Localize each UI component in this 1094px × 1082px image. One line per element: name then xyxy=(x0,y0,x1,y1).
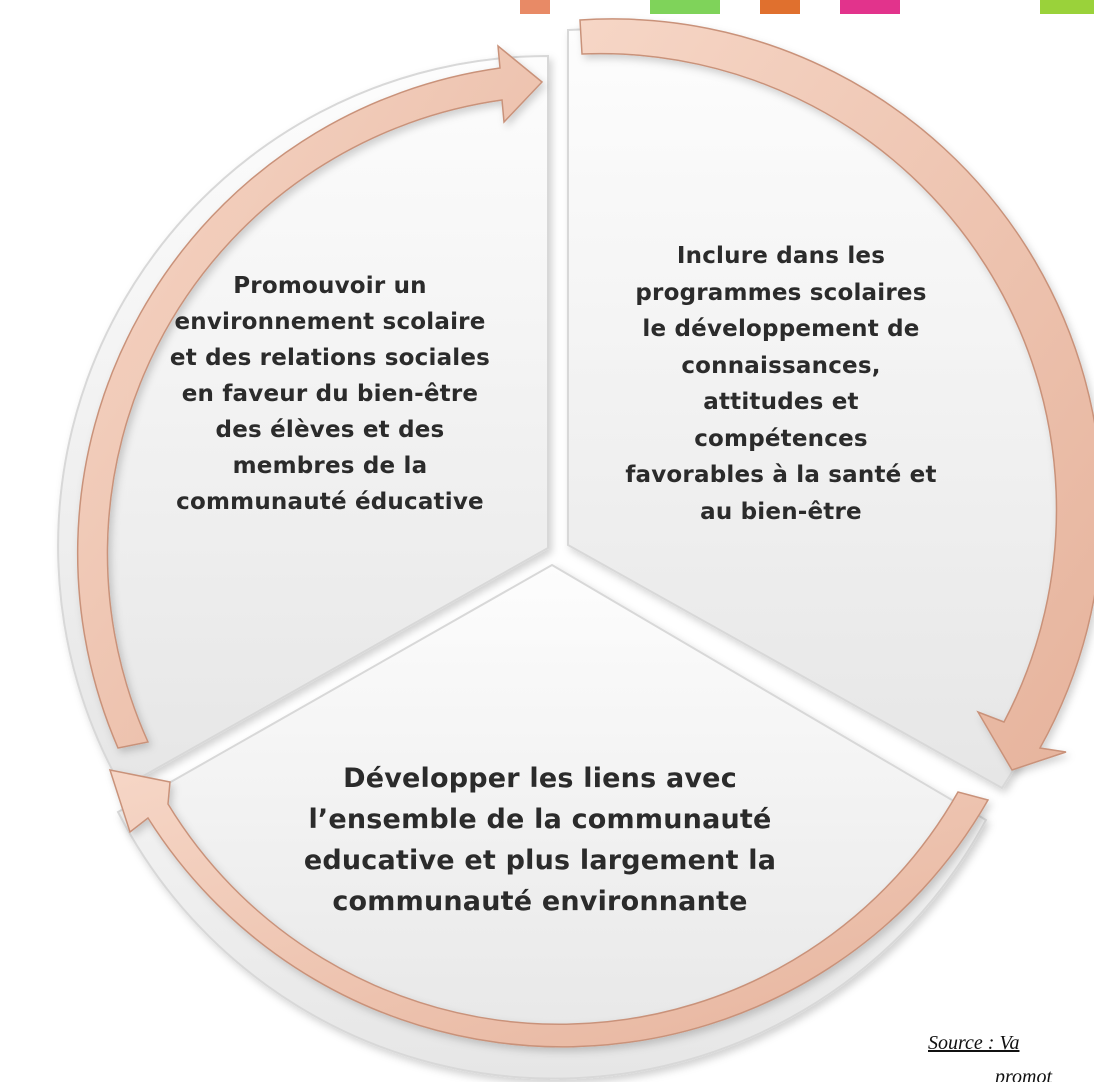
segment-right-label: Inclure dans les programmes scolaires le… xyxy=(625,243,937,525)
segment-bottom xyxy=(116,563,988,1080)
segment-left-label: Promouvoir un environnement scolaire et … xyxy=(169,273,491,515)
arrow-bottom xyxy=(108,769,990,1048)
segment-bottom-label: Développer les liens avec l’ensemble de … xyxy=(303,763,777,917)
source-citation-continued: promot xyxy=(995,1066,1053,1082)
segment-left xyxy=(57,54,549,790)
source-citation: Source : Va xyxy=(928,1032,1020,1054)
arrow-right xyxy=(579,18,1094,771)
top-banner-strip xyxy=(520,0,1094,14)
arrow-left xyxy=(76,44,544,749)
